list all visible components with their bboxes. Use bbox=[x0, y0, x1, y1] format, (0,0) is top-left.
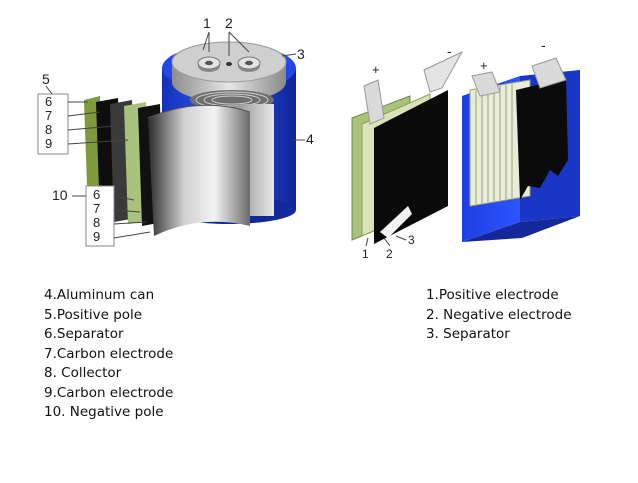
upper-label-9: 9 bbox=[45, 136, 52, 151]
right-negative-tab bbox=[531, 57, 567, 89]
cell-callout-2: 2 bbox=[386, 247, 393, 261]
upper-label-8: 8 bbox=[45, 122, 52, 137]
upper-label-7: 7 bbox=[45, 108, 52, 123]
positive-tab bbox=[363, 79, 385, 125]
lower-label-9: 9 bbox=[93, 229, 100, 244]
cell-callout-3: 3 bbox=[408, 233, 415, 247]
black-electrode-block bbox=[516, 78, 568, 200]
legend-item-negative-pole: 10. Negative pole bbox=[44, 404, 164, 420]
legend-item-collector: 8. Collector bbox=[44, 365, 122, 381]
legend-right-list: 1.Positive electrode 2. Negative electro… bbox=[426, 286, 572, 345]
right-positive-tab bbox=[471, 71, 501, 97]
callout-4: 4 bbox=[306, 131, 314, 147]
legend-item-positive-pole: 5.Positive pole bbox=[44, 306, 143, 323]
boxed-cell: + - bbox=[462, 37, 580, 242]
legend-item-carbon-electrode-2: 9.Carbon electrode bbox=[44, 384, 174, 401]
lower-label-6: 6 bbox=[93, 187, 100, 202]
lower-label-7: 7 bbox=[93, 201, 100, 216]
flat-cell: + - 1 2 3 bbox=[351, 43, 464, 261]
plus-label-left: + bbox=[372, 62, 380, 77]
lower-label-box bbox=[85, 185, 115, 247]
legend-item-separator-right: 3. Separator bbox=[426, 326, 510, 342]
callout-1: 1 bbox=[203, 15, 211, 31]
legend-item-negative-electrode: 2. Negative electrode bbox=[426, 306, 572, 323]
callout-5: 5 bbox=[42, 71, 50, 87]
minus-label-left: - bbox=[447, 43, 452, 59]
outer-shell bbox=[148, 105, 250, 237]
electrode-stack bbox=[469, 79, 531, 207]
callout-10: 10 bbox=[52, 187, 68, 203]
callout-2: 2 bbox=[225, 15, 233, 31]
minus-label-right: - bbox=[541, 37, 546, 53]
legend-item-separator: 6.Separator bbox=[44, 326, 124, 342]
electrode-sheet bbox=[374, 90, 448, 244]
legend-item-carbon-electrode: 7.Carbon electrode bbox=[44, 345, 174, 362]
upper-label-6: 6 bbox=[45, 94, 52, 109]
upper-label-box bbox=[37, 93, 69, 155]
negative-tab bbox=[423, 50, 464, 93]
lower-label-8: 8 bbox=[93, 215, 100, 230]
cylindrical-capacitor: 1 2 3 4 5 6 7 8 9 10 6 7 8 9 bbox=[37, 15, 314, 247]
legend-item-positive-electrode: 1.Positive electrode bbox=[426, 287, 559, 303]
cell-callout-1: 1 bbox=[362, 247, 369, 261]
callout-3: 3 bbox=[297, 46, 305, 62]
legend-left-list: 4.Aluminum can 5.Positive pole 6.Separat… bbox=[44, 286, 173, 423]
legend-item-aluminum-can: 4.Aluminum can bbox=[44, 287, 155, 303]
plus-label-right: + bbox=[480, 58, 488, 73]
